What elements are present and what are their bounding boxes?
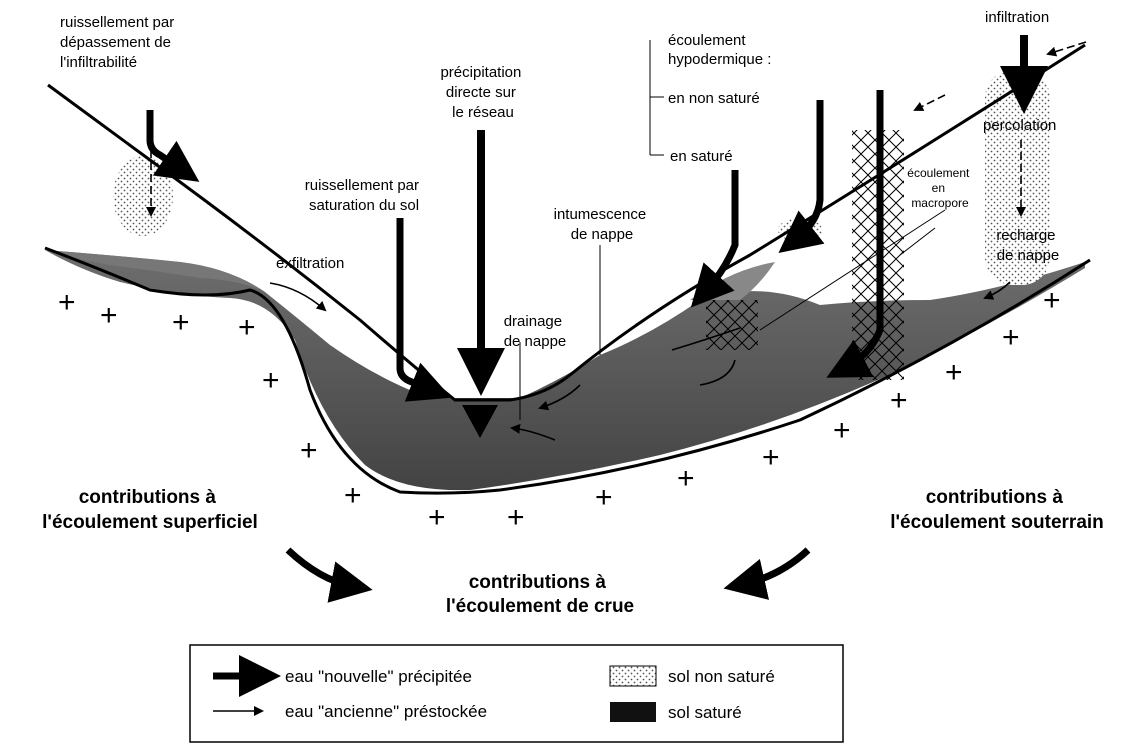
svg-text:+: +	[300, 434, 318, 467]
svg-text:+: +	[945, 356, 963, 389]
label-ecoulement-hypodermique: écoulement hypodermique :	[668, 32, 771, 68]
new-water-arrows	[146, 35, 1048, 603]
arrow-overland-excess	[146, 110, 200, 182]
svg-text:+: +	[428, 501, 446, 534]
arrow-groundwater-shallow	[671, 327, 741, 351]
arrow-saturation-runoff	[396, 218, 452, 402]
arrow-exfiltration	[269, 282, 327, 312]
label-infiltration: infiltration	[985, 9, 1049, 26]
label-ecoulement-macropore: écoulement en macropore	[907, 166, 972, 210]
label-exfiltration: exfiltration	[276, 255, 344, 272]
label-contrib-superficiel: contributions à l'écoulement superficiel	[42, 487, 258, 533]
arrow-recharge	[983, 281, 1011, 300]
bedrock-symbols: + + + + + + + + + + + + + + + + +	[58, 284, 1061, 534]
legend-nouvelle: eau "nouvelle" précipitée	[285, 667, 472, 686]
arrow-top-right-2	[913, 94, 946, 111]
legend-solid-swatch	[610, 702, 656, 722]
label-recharge-nappe: recharge de nappe	[996, 227, 1059, 264]
saturated-soil-area	[45, 250, 1085, 491]
arrow-macropore-lat	[699, 359, 736, 386]
leader-lines	[519, 40, 946, 420]
label-ruissellement-saturation: ruissellement par saturation du sol	[305, 177, 423, 214]
label-en-sature: en saturé	[670, 148, 733, 165]
arrow-subsurface-unsat	[778, 100, 825, 253]
stream-channel	[462, 405, 498, 438]
arrow-top-right-1	[1046, 41, 1087, 57]
arrow-drainage-2	[510, 423, 556, 441]
svg-text:+: +	[100, 299, 118, 332]
legend: eau "nouvelle" précipitée eau "ancienne"…	[189, 644, 844, 743]
legend-dots-swatch	[609, 665, 657, 687]
svg-text:+: +	[172, 306, 190, 339]
unsaturated-zone-left	[113, 156, 173, 236]
arrow-flood-right	[723, 547, 811, 600]
label-en-non-sature: en non saturé	[668, 90, 760, 107]
svg-text:+: +	[762, 441, 780, 474]
legend-ancienne: eau "ancienne" préstockée	[285, 702, 487, 721]
svg-text:+: +	[1043, 284, 1061, 317]
label-contrib-souterrain: contributions à l'écoulement souterrain	[890, 487, 1104, 533]
legend-box	[189, 644, 844, 743]
unsaturated-topsoil-left	[45, 250, 265, 292]
svg-text:+: +	[1002, 321, 1020, 354]
svg-text:+: +	[677, 462, 695, 495]
svg-text:+: +	[238, 311, 256, 344]
label-contrib-crue: contributions à l'écoulement de crue	[446, 572, 634, 617]
svg-text:+: +	[344, 479, 362, 512]
label-drainage: drainage de nappe	[504, 313, 567, 350]
arrow-subsurface-sat	[690, 170, 739, 308]
svg-text:+: +	[58, 286, 76, 319]
arrow-flood-left	[285, 547, 373, 603]
svg-text:+: +	[890, 384, 908, 417]
label-precipitation-directe: précipitation directe sur le réseau	[440, 64, 525, 121]
legend-non-sature: sol non saturé	[668, 667, 775, 686]
svg-text:+: +	[595, 481, 613, 514]
old-water-arrows	[146, 41, 1087, 441]
svg-text:+: +	[507, 501, 525, 534]
unsaturated-zone-right	[985, 70, 1050, 285]
arrow-macropore	[826, 90, 884, 378]
label-ruissellement-depassement: ruissellement par dépassement de l'infil…	[60, 14, 178, 71]
legend-sature: sol saturé	[668, 703, 742, 722]
label-percolation: percolation	[983, 117, 1056, 134]
macropore-hatch-short	[706, 300, 758, 350]
svg-text:+: +	[833, 414, 851, 447]
arrow-drainage-1	[538, 384, 581, 411]
label-intumescence: intumescence de nappe	[554, 206, 651, 243]
bedrock-line	[44, 246, 1091, 495]
svg-text:+: +	[262, 364, 280, 397]
ground-surface	[47, 43, 1086, 402]
